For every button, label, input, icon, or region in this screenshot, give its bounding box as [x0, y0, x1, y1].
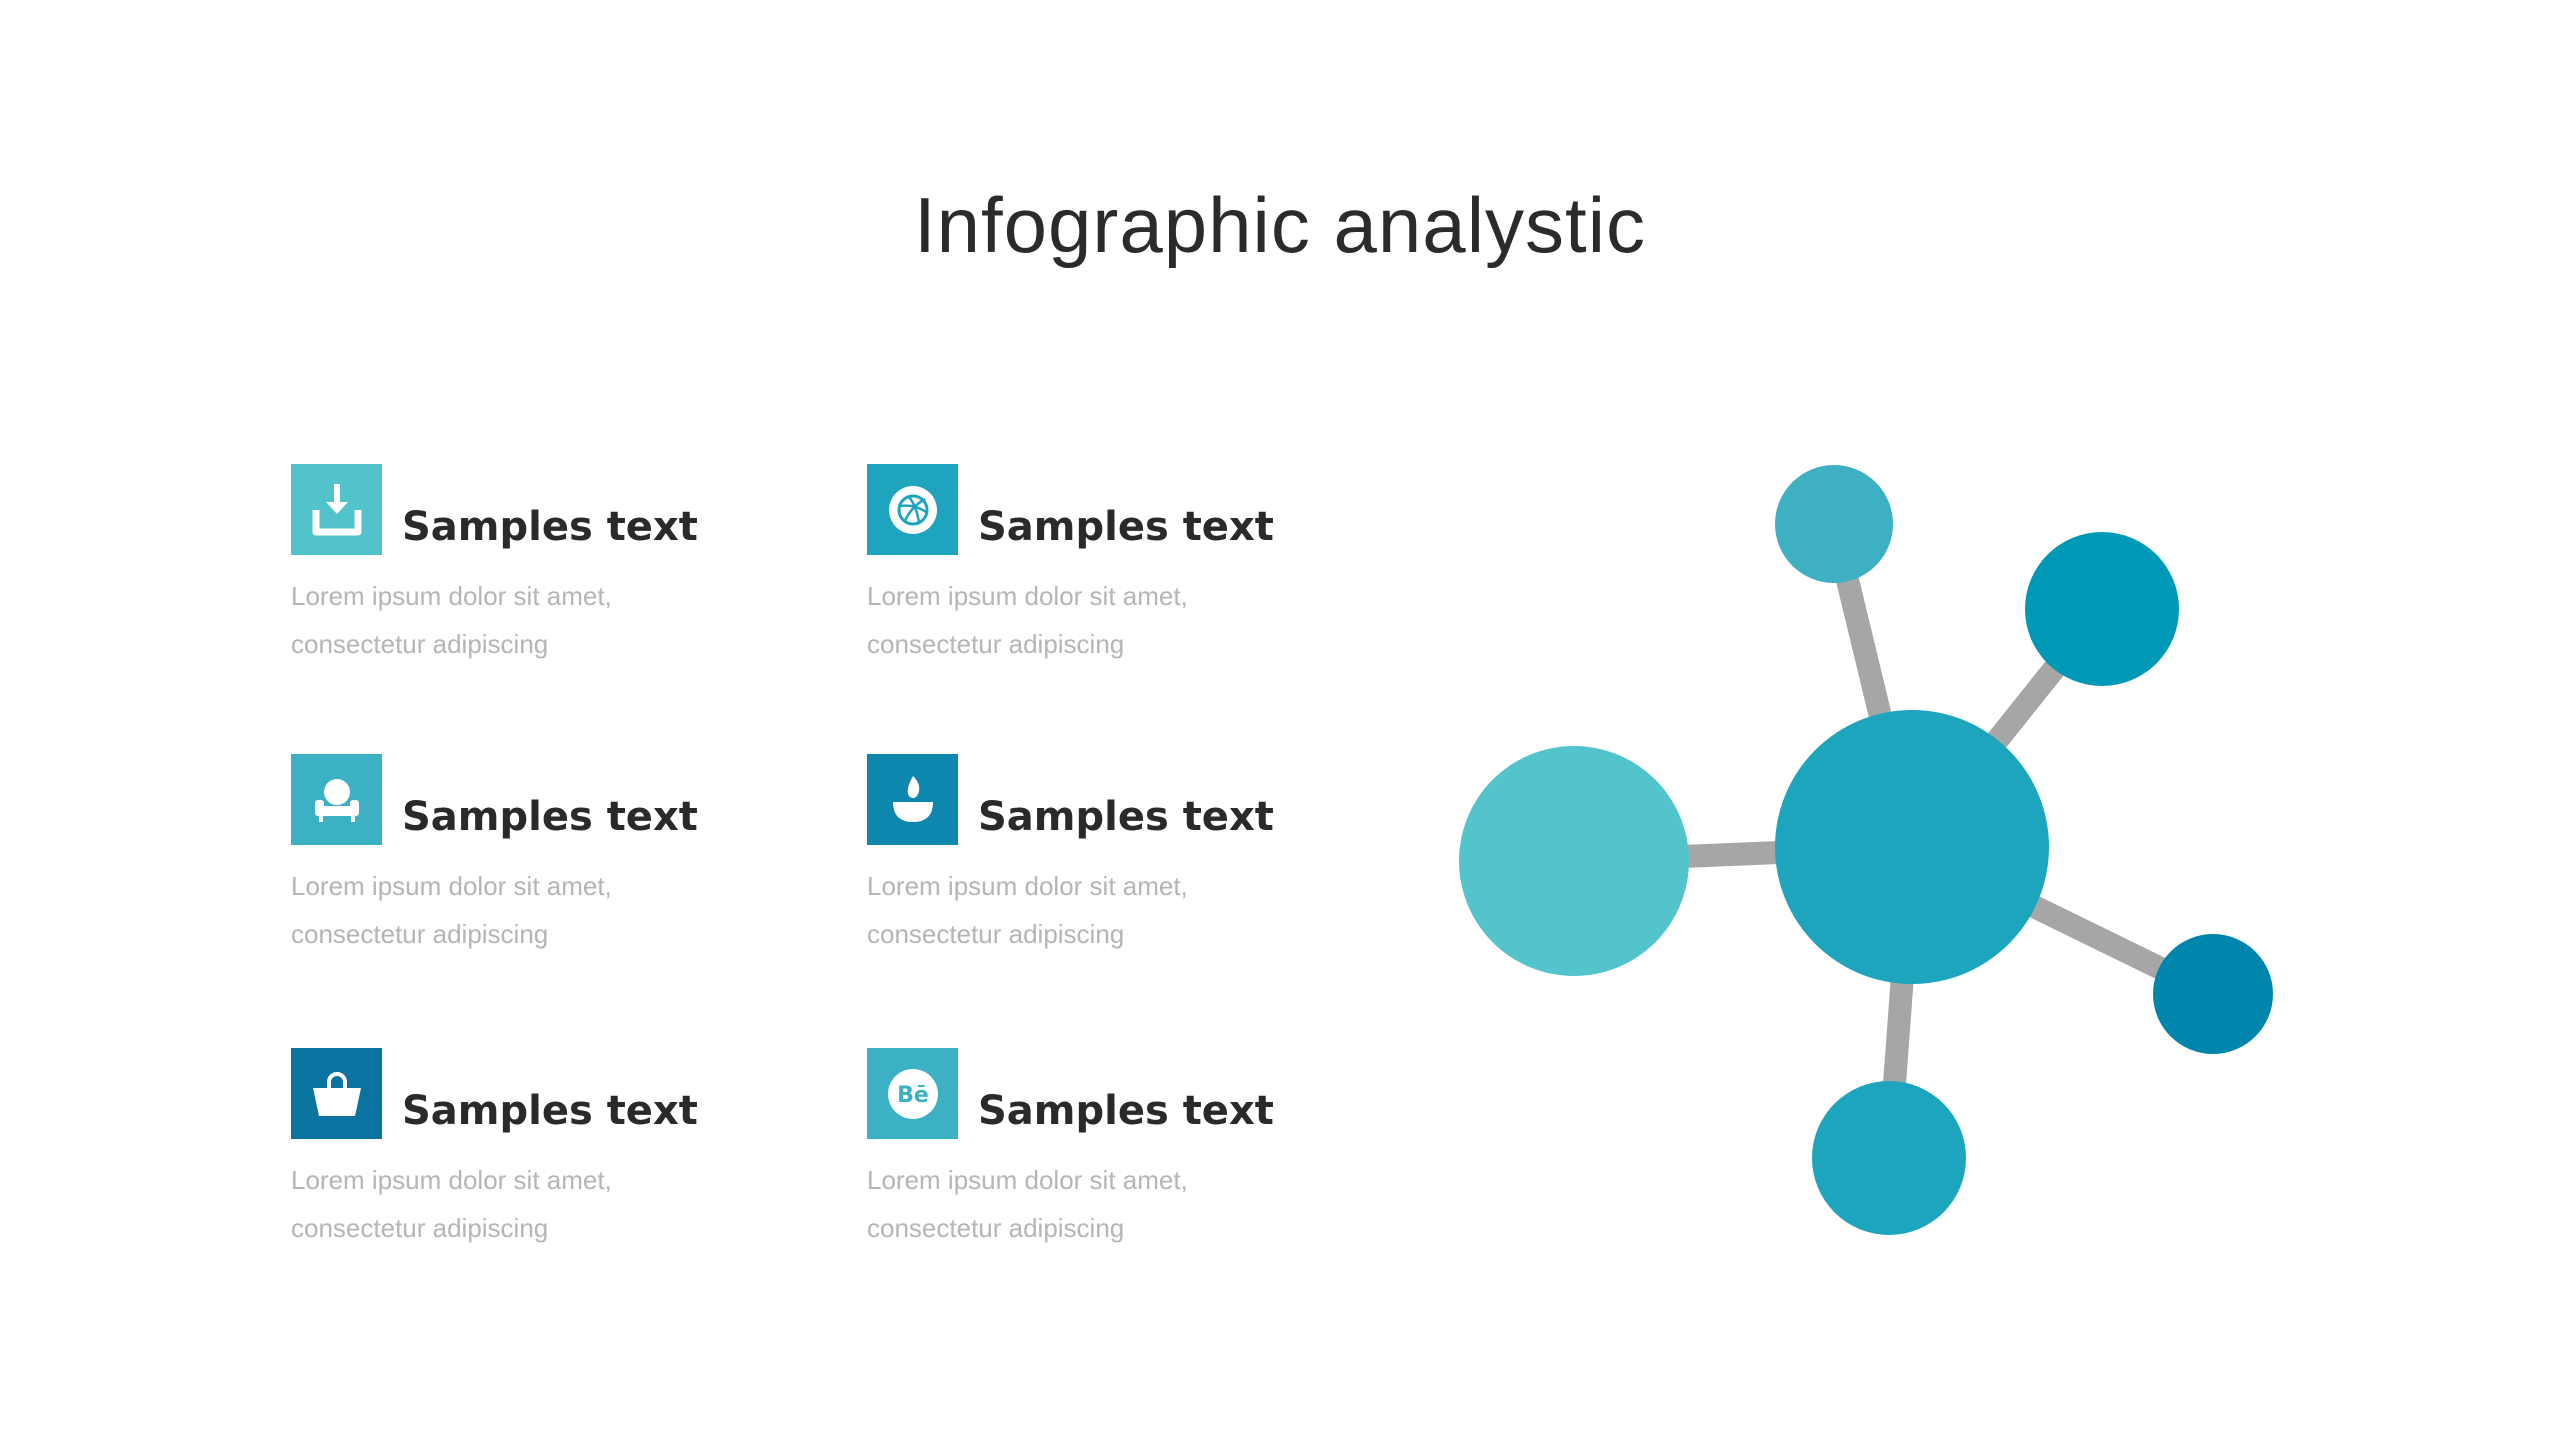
item-title: Samples text — [402, 1088, 698, 1134]
feature-item: Samples text Lorem ipsum dolor sit amet,… — [291, 754, 811, 994]
feature-item: Samples text Lorem ipsum dolor sit amet,… — [867, 754, 1387, 994]
shopping-bag-icon — [291, 1048, 382, 1139]
feature-item: Samples text Lorem ipsum dolor sit amet,… — [291, 1048, 811, 1288]
item-title: Samples text — [978, 1088, 1274, 1134]
download-icon — [291, 464, 382, 555]
item-description: Lorem ipsum dolor sit amet,consectetur a… — [867, 581, 1188, 659]
item-title: Samples text — [402, 794, 698, 840]
feature-item: Samples text Lorem ipsum dolor sit amet,… — [291, 464, 811, 704]
armchair-icon — [291, 754, 382, 845]
node-center — [1775, 710, 2049, 984]
item-description: Lorem ipsum dolor sit amet,consectetur a… — [291, 871, 612, 949]
node-top — [1775, 465, 1893, 583]
node-right — [2153, 934, 2273, 1054]
feature-item: Bē Samples text Lorem ipsum dolor sit am… — [867, 1048, 1387, 1288]
page-title: Infographic analystic — [913, 181, 1647, 269]
node-left — [1459, 746, 1689, 976]
item-description: Lorem ipsum dolor sit amet,consectetur a… — [867, 1165, 1188, 1243]
item-description: Lorem ipsum dolor sit amet,consectetur a… — [291, 1165, 612, 1243]
item-title: Samples text — [402, 504, 698, 550]
node-bottom — [1812, 1081, 1966, 1235]
svg-text:Bē: Bē — [897, 1083, 929, 1108]
dribbble-icon — [867, 464, 958, 555]
node-top-right — [2025, 532, 2179, 686]
fire-bowl-icon — [867, 754, 958, 845]
behance-icon: Bē — [867, 1048, 958, 1139]
item-description: Lorem ipsum dolor sit amet,consectetur a… — [867, 871, 1188, 949]
item-title: Samples text — [978, 794, 1274, 840]
item-title: Samples text — [978, 504, 1274, 550]
item-description: Lorem ipsum dolor sit amet,consectetur a… — [291, 581, 612, 659]
feature-item: Samples text Lorem ipsum dolor sit amet,… — [867, 464, 1387, 704]
